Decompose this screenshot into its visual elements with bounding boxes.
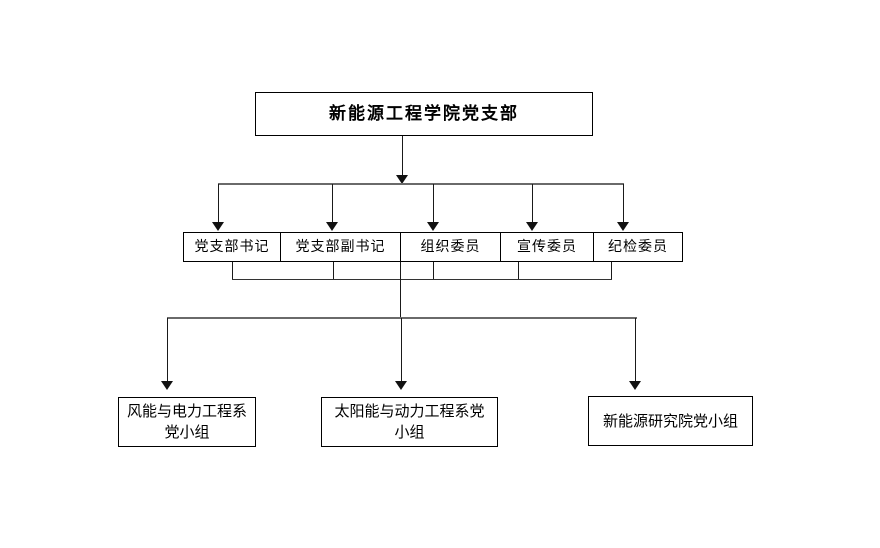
arrow-down-level2-5 — [617, 222, 629, 231]
connector-level3-drop-2 — [401, 318, 402, 381]
connector-level3-rail — [167, 317, 637, 319]
org-level3-box-research-institute-group: 新能源研究院党小组 — [588, 396, 753, 446]
arrow-down-root — [396, 175, 408, 184]
org-level3-box-wind-power-group: 风能与电力工程系党小组 — [118, 397, 256, 447]
arrow-down-level2-3 — [427, 222, 439, 231]
org-level2-box-organization-member: 组织委员 — [400, 232, 501, 262]
org-level2-box-publicity-member: 宣传委员 — [500, 232, 594, 262]
connector-bracket-tick-4 — [518, 262, 519, 279]
arrow-down-level3-2 — [395, 381, 407, 390]
org-level2-box-secretary: 党支部书记 — [183, 232, 281, 262]
connector-level3-drop-3 — [635, 318, 636, 381]
connector-level2-rail — [218, 183, 624, 185]
connector-level3-drop-1 — [167, 318, 168, 381]
org-level3-box-solar-power-group: 太阳能与动力工程系党小组 — [321, 397, 498, 447]
connector-level2-drop-3 — [433, 184, 434, 222]
connector-level2-drop-2 — [332, 184, 333, 222]
org-root-box: 新能源工程学院党支部 — [255, 92, 593, 136]
connector-bracket-tick-3 — [433, 262, 434, 279]
arrow-down-level3-3 — [629, 381, 641, 390]
connector-level2-drop-4 — [532, 184, 533, 222]
connector-root-stem — [402, 136, 403, 176]
connector-level2-drop-1 — [218, 184, 219, 222]
arrow-down-level2-1 — [212, 222, 224, 231]
org-level2-box-deputy-secretary: 党支部副书记 — [280, 232, 401, 262]
arrow-down-level2-2 — [326, 222, 338, 231]
arrow-down-level2-4 — [526, 222, 538, 231]
connector-level2-drop-5 — [623, 184, 624, 222]
arrow-down-level3-1 — [161, 381, 173, 390]
connector-bracket-tick-2 — [333, 262, 334, 279]
org-level2-box-discipline-member: 纪检委员 — [593, 232, 683, 262]
connector-bracket-collector — [232, 279, 612, 280]
connector-bracket-tick-1 — [232, 262, 233, 279]
connector-center-stem — [400, 262, 401, 318]
connector-bracket-tick-5 — [611, 262, 612, 279]
